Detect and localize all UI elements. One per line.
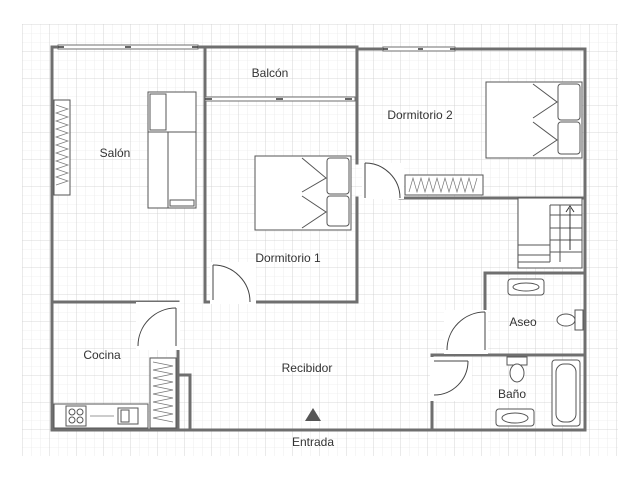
label-salon: Salón (100, 146, 131, 160)
door-bano (430, 357, 472, 401)
wardrobe-salon (53, 99, 71, 196)
aseo-toilet (556, 309, 584, 331)
bano-toilet (506, 356, 528, 383)
bathtub (551, 359, 581, 427)
doors (136, 162, 488, 401)
stairs (517, 197, 583, 269)
bed-dorm1 (254, 155, 352, 231)
wall-kitchen-stub (176, 373, 192, 432)
door-dorm1 (210, 262, 256, 304)
aseo-sink (507, 278, 545, 296)
wardrobe-dorm2 (404, 174, 484, 196)
label-bano: Baño (498, 387, 526, 401)
entrance-arrow-icon (305, 408, 321, 421)
kitchen-counter (53, 403, 149, 429)
label-entrada: Entrada (292, 435, 334, 449)
label-cocina: Cocina (83, 348, 121, 362)
label-dormitorio-2: Dormitorio 2 (387, 108, 453, 122)
label-recibidor: Recibidor (282, 361, 333, 375)
label-balcon: Balcón (252, 66, 289, 80)
bano-sink (495, 408, 535, 427)
windows (57, 44, 456, 102)
bed-dorm2 (485, 81, 583, 159)
door-aseo (444, 310, 488, 354)
door-dorm2 (362, 162, 404, 199)
door-kitchen (136, 302, 180, 350)
wardrobe-kitchen (149, 357, 177, 429)
label-dormitorio-1: Dormitorio 1 (255, 251, 321, 265)
room-labels: Balcón Dormitorio 2 Salón Dormitorio 1 C… (83, 66, 537, 449)
sofa (147, 91, 197, 209)
label-aseo: Aseo (509, 315, 537, 329)
